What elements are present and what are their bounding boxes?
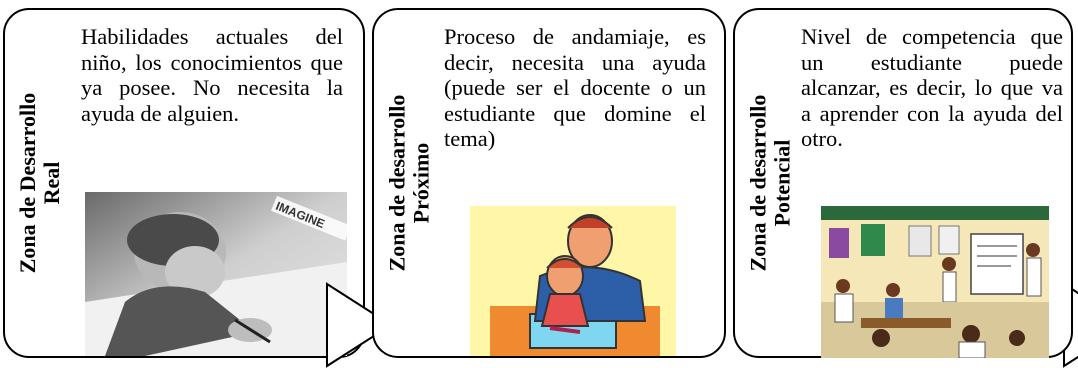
panel-description: Habilidades actuales del niño, los conoc… <box>81 24 343 126</box>
panel-description: Nivel de competencia que un estudiante p… <box>801 24 1063 151</box>
child-drawing-photo: IMAGINE <box>85 192 347 356</box>
panel-label-line1: Zona de Desarrollo <box>15 92 41 274</box>
scaffolding-illustration <box>470 206 676 356</box>
panel-label-line2: Potencial <box>769 139 795 227</box>
panel-description: Proceso de andamiaje, es decir, necesita… <box>444 24 706 151</box>
panel-label-line1: Zona de desarrollo <box>384 94 410 272</box>
panel-zona-desarrollo-proximo: Zona de desarrollo Próximo Proceso de an… <box>372 8 1078 368</box>
panel-label: Zona de desarrollo Próximo <box>374 10 444 356</box>
panel-label: Zona de Desarrollo Real <box>5 10 75 356</box>
panel-label: Zona de desarrollo Potencial <box>735 10 805 356</box>
panel-label-line2: Real <box>39 161 65 205</box>
panel-zona-desarrollo-potencial: Zona de desarrollo Potencial Nivel de co… <box>733 8 1073 358</box>
panel-label-line1: Zona de desarrollo <box>745 94 771 272</box>
arrow-right-icon <box>326 282 393 368</box>
classroom-illustration <box>821 206 1049 358</box>
panel-zona-desarrollo-real: Zona de Desarrollo Real Habilidades actu… <box>3 8 393 368</box>
panel-label-line2: Próximo <box>408 142 434 224</box>
